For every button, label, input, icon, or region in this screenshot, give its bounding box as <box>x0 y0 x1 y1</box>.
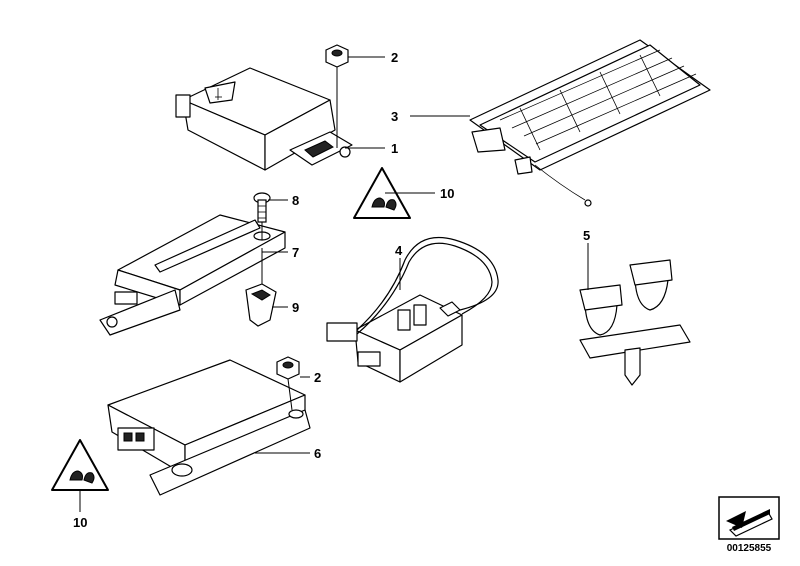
document-stamp-icon <box>718 496 780 540</box>
nut-part-2-bottom <box>276 356 300 411</box>
leader-lines <box>79 56 589 512</box>
screw-part-8 <box>253 192 271 240</box>
callout-5: 5 <box>583 228 590 243</box>
callout-9: 9 <box>292 300 299 315</box>
control-module-part-6 <box>107 359 311 496</box>
cable-clip-part-5 <box>579 259 691 386</box>
callout-2-bottom: 2 <box>314 370 321 385</box>
callout-3: 3 <box>391 109 398 124</box>
callout-2-top: 2 <box>391 50 398 65</box>
callout-6: 6 <box>314 446 321 461</box>
sensor-cable-part-4 <box>326 236 499 383</box>
callout-4: 4 <box>395 243 403 258</box>
warning-triangle-bottom <box>51 439 109 491</box>
callout-8: 8 <box>292 193 299 208</box>
document-number: 00125855 <box>726 543 772 554</box>
callout-1: 1 <box>391 141 398 156</box>
callout-10-top: 10 <box>440 186 454 201</box>
nut-part-2-top <box>325 44 349 148</box>
sensor-part-7 <box>99 214 286 336</box>
clip-nut-part-9 <box>245 248 277 327</box>
callout-10-bottom: 10 <box>73 515 87 530</box>
seat-mat-part-3 <box>469 39 711 207</box>
callout-7: 7 <box>292 245 299 260</box>
control-unit-part-1 <box>175 67 353 171</box>
